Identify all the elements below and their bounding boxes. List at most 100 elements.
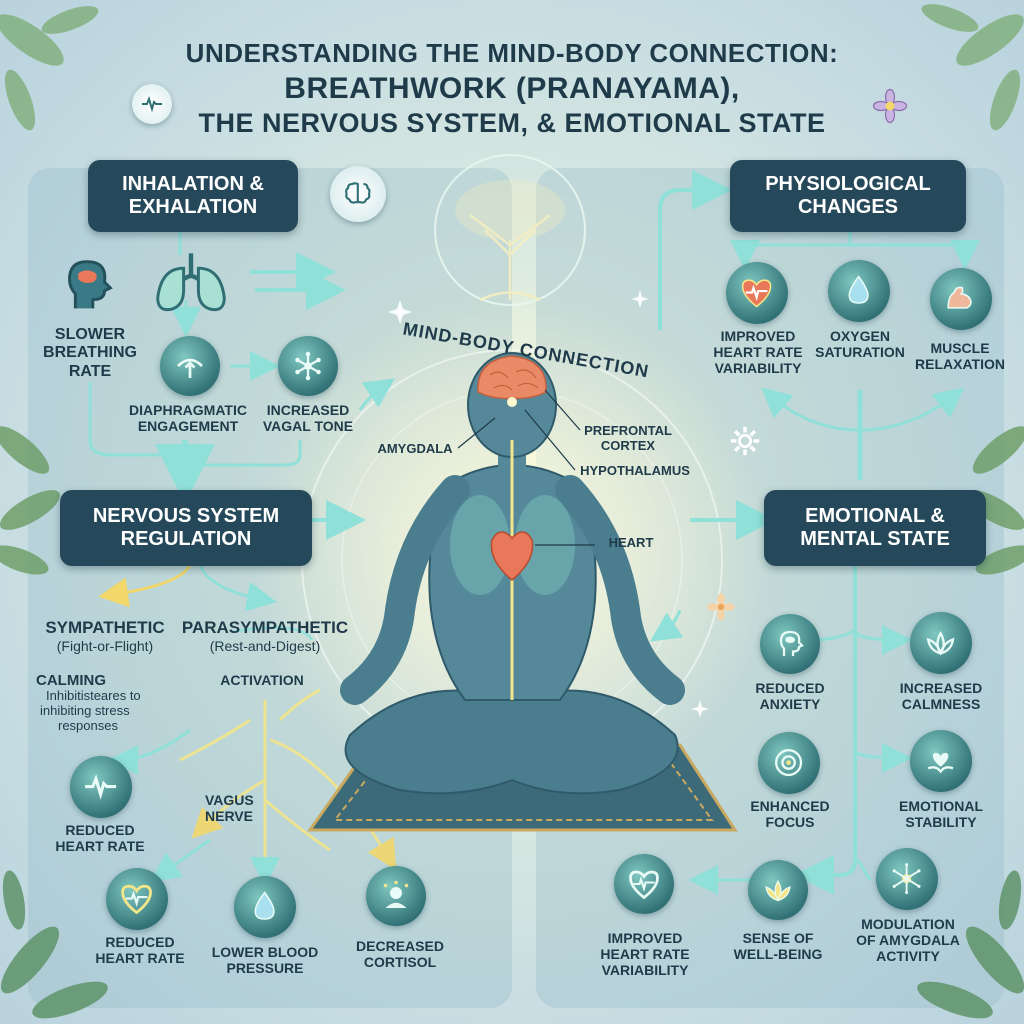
label-line: inhibiting stress — [40, 703, 130, 719]
label-line: VARIABILITY — [714, 360, 802, 377]
label-line: HEART RATE — [95, 950, 185, 967]
label-line: BREATHING — [43, 344, 137, 362]
label-line: SATURATION — [815, 344, 905, 361]
label-line: LOWER BLOOD — [211, 944, 319, 960]
improved-hrv-label: IMPROVED HEART RATE VARIABILITY — [700, 328, 816, 376]
label-line: SLOWER — [54, 326, 126, 343]
label-line: VAGUS — [205, 792, 254, 808]
label-line: OXYGEN — [830, 328, 890, 344]
title-line-2: BREATHWORK (PRANAYAMA), — [284, 72, 740, 105]
leaf-decoration-top-left — [0, 6, 99, 131]
slower-breathing-label: SLOWER BREATHING RATE — [40, 326, 140, 381]
heart-rate-icon-2 — [614, 854, 674, 914]
lower-blood-pressure-label: LOWER BLOOD PRESSURE — [205, 944, 325, 976]
label-line: ACTIVATION — [220, 672, 304, 688]
label-line: EMOTIONAL — [899, 798, 983, 814]
box-line: MENTAL STATE — [800, 528, 950, 550]
label-line: MODULATION — [861, 916, 955, 932]
focus-target-icon — [758, 732, 820, 794]
decreased-cortisol-label: DECREASED CORTISOL — [340, 938, 460, 970]
brain-icon — [330, 166, 386, 222]
increased-vagal-tone-label: INCREASED VAGAL TONE — [252, 402, 364, 434]
label-line: CALMING — [36, 672, 106, 689]
label-line: CORTISOL — [363, 954, 437, 971]
label-line: ACTIVITY — [876, 948, 940, 965]
cortisol-icon — [366, 866, 426, 926]
label-line: NERVE — [205, 808, 253, 825]
label-line: SENSE OF — [742, 930, 814, 946]
calming-label: CALMING Inhibitisteares to inhibiting st… — [36, 672, 186, 734]
label-line: STABILITY — [905, 814, 977, 831]
leaf-decoration-top-right — [921, 4, 1024, 131]
activation-label: ACTIVATION — [202, 672, 322, 688]
increased-calmness-label: INCREASED CALMNESS — [886, 680, 996, 712]
label-line: INCREASED — [899, 680, 983, 696]
label-line: ANXIETY — [759, 696, 821, 713]
label-line: VAGAL TONE — [262, 418, 354, 435]
label-line: MUSCLE — [930, 340, 990, 356]
heart-label: HEART — [608, 535, 654, 550]
label-line: (Fight-or-Flight) — [56, 637, 154, 654]
tree-of-life-icon — [434, 154, 586, 306]
vagal-tone-icon — [278, 336, 338, 396]
label-line: PREFRONTAL — [584, 423, 672, 438]
muscle-relaxation-label: MUSCLE RELAXATION — [905, 340, 1015, 372]
label-line: PRESSURE — [226, 960, 304, 977]
emotional-mental-box: EMOTIONAL & MENTAL STATE — [764, 490, 986, 566]
meditating-figure — [307, 352, 738, 832]
label-line: responses — [58, 718, 118, 734]
label-line: WELL-BEING — [733, 946, 823, 963]
leaf-decoration-left — [0, 426, 61, 575]
label-line: HEART RATE — [600, 946, 690, 963]
label-line: FOCUS — [765, 814, 815, 831]
parasympathetic-label: PARASYMPATHETIC (Rest-and-Digest) — [180, 618, 350, 654]
label-line: IMPROVED — [607, 930, 683, 946]
leaf-decoration-bottom-left — [0, 870, 108, 1019]
leaf-decoration-bottom-right — [917, 870, 1024, 1019]
neuron-icon — [876, 848, 938, 910]
prefrontal-cortex-label: PREFRONTAL CORTEX — [568, 423, 688, 454]
box-line: EMOTIONAL & — [805, 505, 945, 527]
gear-icon — [728, 424, 762, 458]
oxygen-drop-icon — [828, 260, 890, 322]
label-line: INCREASED — [266, 402, 350, 418]
label-line: CALMNESS — [901, 696, 981, 713]
label-line: CORTEX — [600, 437, 656, 453]
box-line: INHALATION & — [122, 173, 264, 195]
label-line: Inhibitisteares to — [46, 688, 141, 704]
label-line: PARASYMPATHETIC — [181, 618, 349, 637]
heartbeat-icon — [70, 756, 132, 818]
box-line: REGULATION — [120, 528, 252, 550]
inhalation-exhalation-box: INHALATION & EXHALATION — [88, 160, 298, 232]
head-breathing-icon — [52, 250, 122, 320]
modulation-amygdala-label: MODULATION OF AMYGDALA ACTIVITY — [852, 916, 964, 964]
heart-rate-icon — [726, 262, 788, 324]
nervous-system-box: NERVOUS SYSTEM REGULATION — [60, 490, 312, 566]
box-line: PHYSIOLOGICAL — [765, 173, 931, 195]
sense-of-wellbeing-label: SENSE OF WELL-BEING — [726, 930, 830, 962]
label-line: HEART RATE — [713, 344, 803, 361]
vagus-nerve-branches — [179, 688, 397, 871]
box-line: EXHALATION — [128, 196, 258, 218]
flower-icon — [706, 592, 736, 622]
heart-pulse-icon — [106, 868, 168, 930]
label-line: DECREASED — [356, 938, 444, 954]
label-line: OF AMYGDALA — [856, 932, 960, 949]
lungs-icon — [145, 246, 237, 320]
label-line: DIAPHRAGMATIC — [129, 402, 247, 418]
label-line: REDUCED — [755, 680, 825, 696]
sparkle-icons — [388, 290, 709, 718]
emotional-stability-label: EMOTIONAL STABILITY — [886, 798, 996, 830]
lotus-icon — [910, 612, 972, 674]
reduced-heart-rate-label-2: REDUCED HEART RATE — [80, 934, 200, 966]
title-line-3: THE NERVOUS SYSTEM, & EMOTIONAL STATE — [198, 108, 826, 138]
heartbeat-icon — [132, 84, 172, 124]
diaphragmatic-engagement-label: DIAPHRAGMATIC ENGAGEMENT — [118, 402, 258, 434]
label-line: ENGAGEMENT — [137, 418, 239, 435]
box-line: NERVOUS SYSTEM — [92, 505, 280, 527]
amygdala-label: AMYGDALA — [377, 441, 453, 456]
physiological-changes-box: PHYSIOLOGICAL CHANGES — [730, 160, 966, 232]
sympathetic-label: SYMPATHETIC (Fight-or-Flight) — [30, 618, 180, 654]
vagus-nerve-label: VAGUS NERVE — [205, 792, 285, 824]
